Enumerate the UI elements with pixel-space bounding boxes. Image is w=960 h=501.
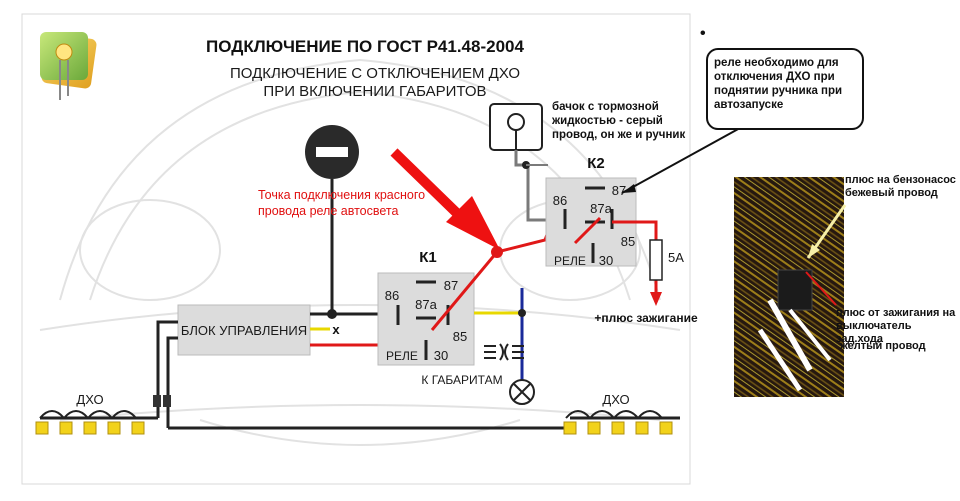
relay-k1-86: 86	[385, 288, 399, 303]
note-pointer	[621, 127, 741, 194]
blue-junction-dot	[518, 309, 526, 317]
ignition-arrow	[650, 292, 662, 306]
diagram-subtitle-1: ПОДКЛЮЧЕНИЕ С ОТКЛЮЧЕНИЕМ ДХО	[230, 65, 520, 82]
black-junction-dot	[327, 309, 337, 319]
to-parking-lights-label: К ГАБАРИТАМ	[421, 373, 502, 387]
control-unit-label: БЛОК УПРАВЛЕНИЯ	[181, 323, 307, 338]
photo-label-yellow: желтый провод	[840, 340, 926, 352]
red-point-label: Точка подключения красного провода реле …	[258, 188, 426, 218]
brake-reservoir-icon	[489, 103, 543, 151]
diagram-subtitle-2: ПРИ ВКЛЮЧЕНИИ ГАБАРИТОВ	[263, 83, 486, 100]
relay-k1-87a: 87a	[415, 297, 437, 312]
relay-k2-87: 87	[612, 183, 626, 198]
relay-k2-label: РЕЛЕ	[554, 254, 586, 268]
no-entry-icon	[305, 125, 359, 179]
led-icon	[40, 32, 97, 100]
note-pointer-head	[622, 184, 636, 193]
connector-left	[153, 395, 161, 407]
fuse-label: 5А	[668, 250, 684, 265]
relay-k2-87a: 87a	[590, 201, 612, 216]
parking-light-icon	[484, 343, 524, 361]
connector-right	[163, 395, 171, 407]
wiring-photo	[734, 177, 847, 397]
drl-left-label: ДХО	[76, 392, 103, 407]
relay-k1-name: К1	[419, 249, 437, 266]
x-mark: x	[332, 322, 340, 337]
relay-k2	[545, 177, 637, 267]
relay-k1-85: 85	[453, 329, 467, 344]
relay-k1-label: РЕЛЕ	[386, 349, 418, 363]
relay-note-box: реле необходимо для отключения ДХО при п…	[706, 48, 864, 130]
relay-k1	[377, 251, 499, 366]
relay-k2-30: 30	[599, 253, 613, 268]
ignition-label: +плюс зажигание	[594, 311, 698, 325]
relay-k2-86: 86	[553, 193, 567, 208]
drl-right	[563, 410, 673, 435]
control-unit-block: БЛОК УПРАВЛЕНИЯ	[177, 304, 311, 356]
red-arrow	[390, 148, 500, 250]
brake-reservoir-label: бачок с тормозной жидкостью - серый пров…	[552, 101, 686, 141]
diagram-title: ПОДКЛЮЧЕНИЕ ПО ГОСТ Р41.48-2004	[206, 37, 524, 56]
drl-left	[35, 410, 145, 435]
drl-right-label: ДХО	[602, 392, 629, 407]
lamp-icon	[509, 379, 535, 405]
relay-k2-85: 85	[621, 234, 635, 249]
photo-label-fuel-pump: плюс на бензонасос бежевый провод	[845, 174, 956, 199]
relay-k1-87: 87	[444, 278, 458, 293]
dot-mark: •	[700, 25, 706, 42]
photo-label-ignition: плюс от зажигания на выключатель зад.ход…	[836, 307, 956, 345]
fuse-icon	[649, 239, 663, 281]
relay-k1-30: 30	[434, 348, 448, 363]
relay-k2-name: К2	[587, 155, 605, 172]
